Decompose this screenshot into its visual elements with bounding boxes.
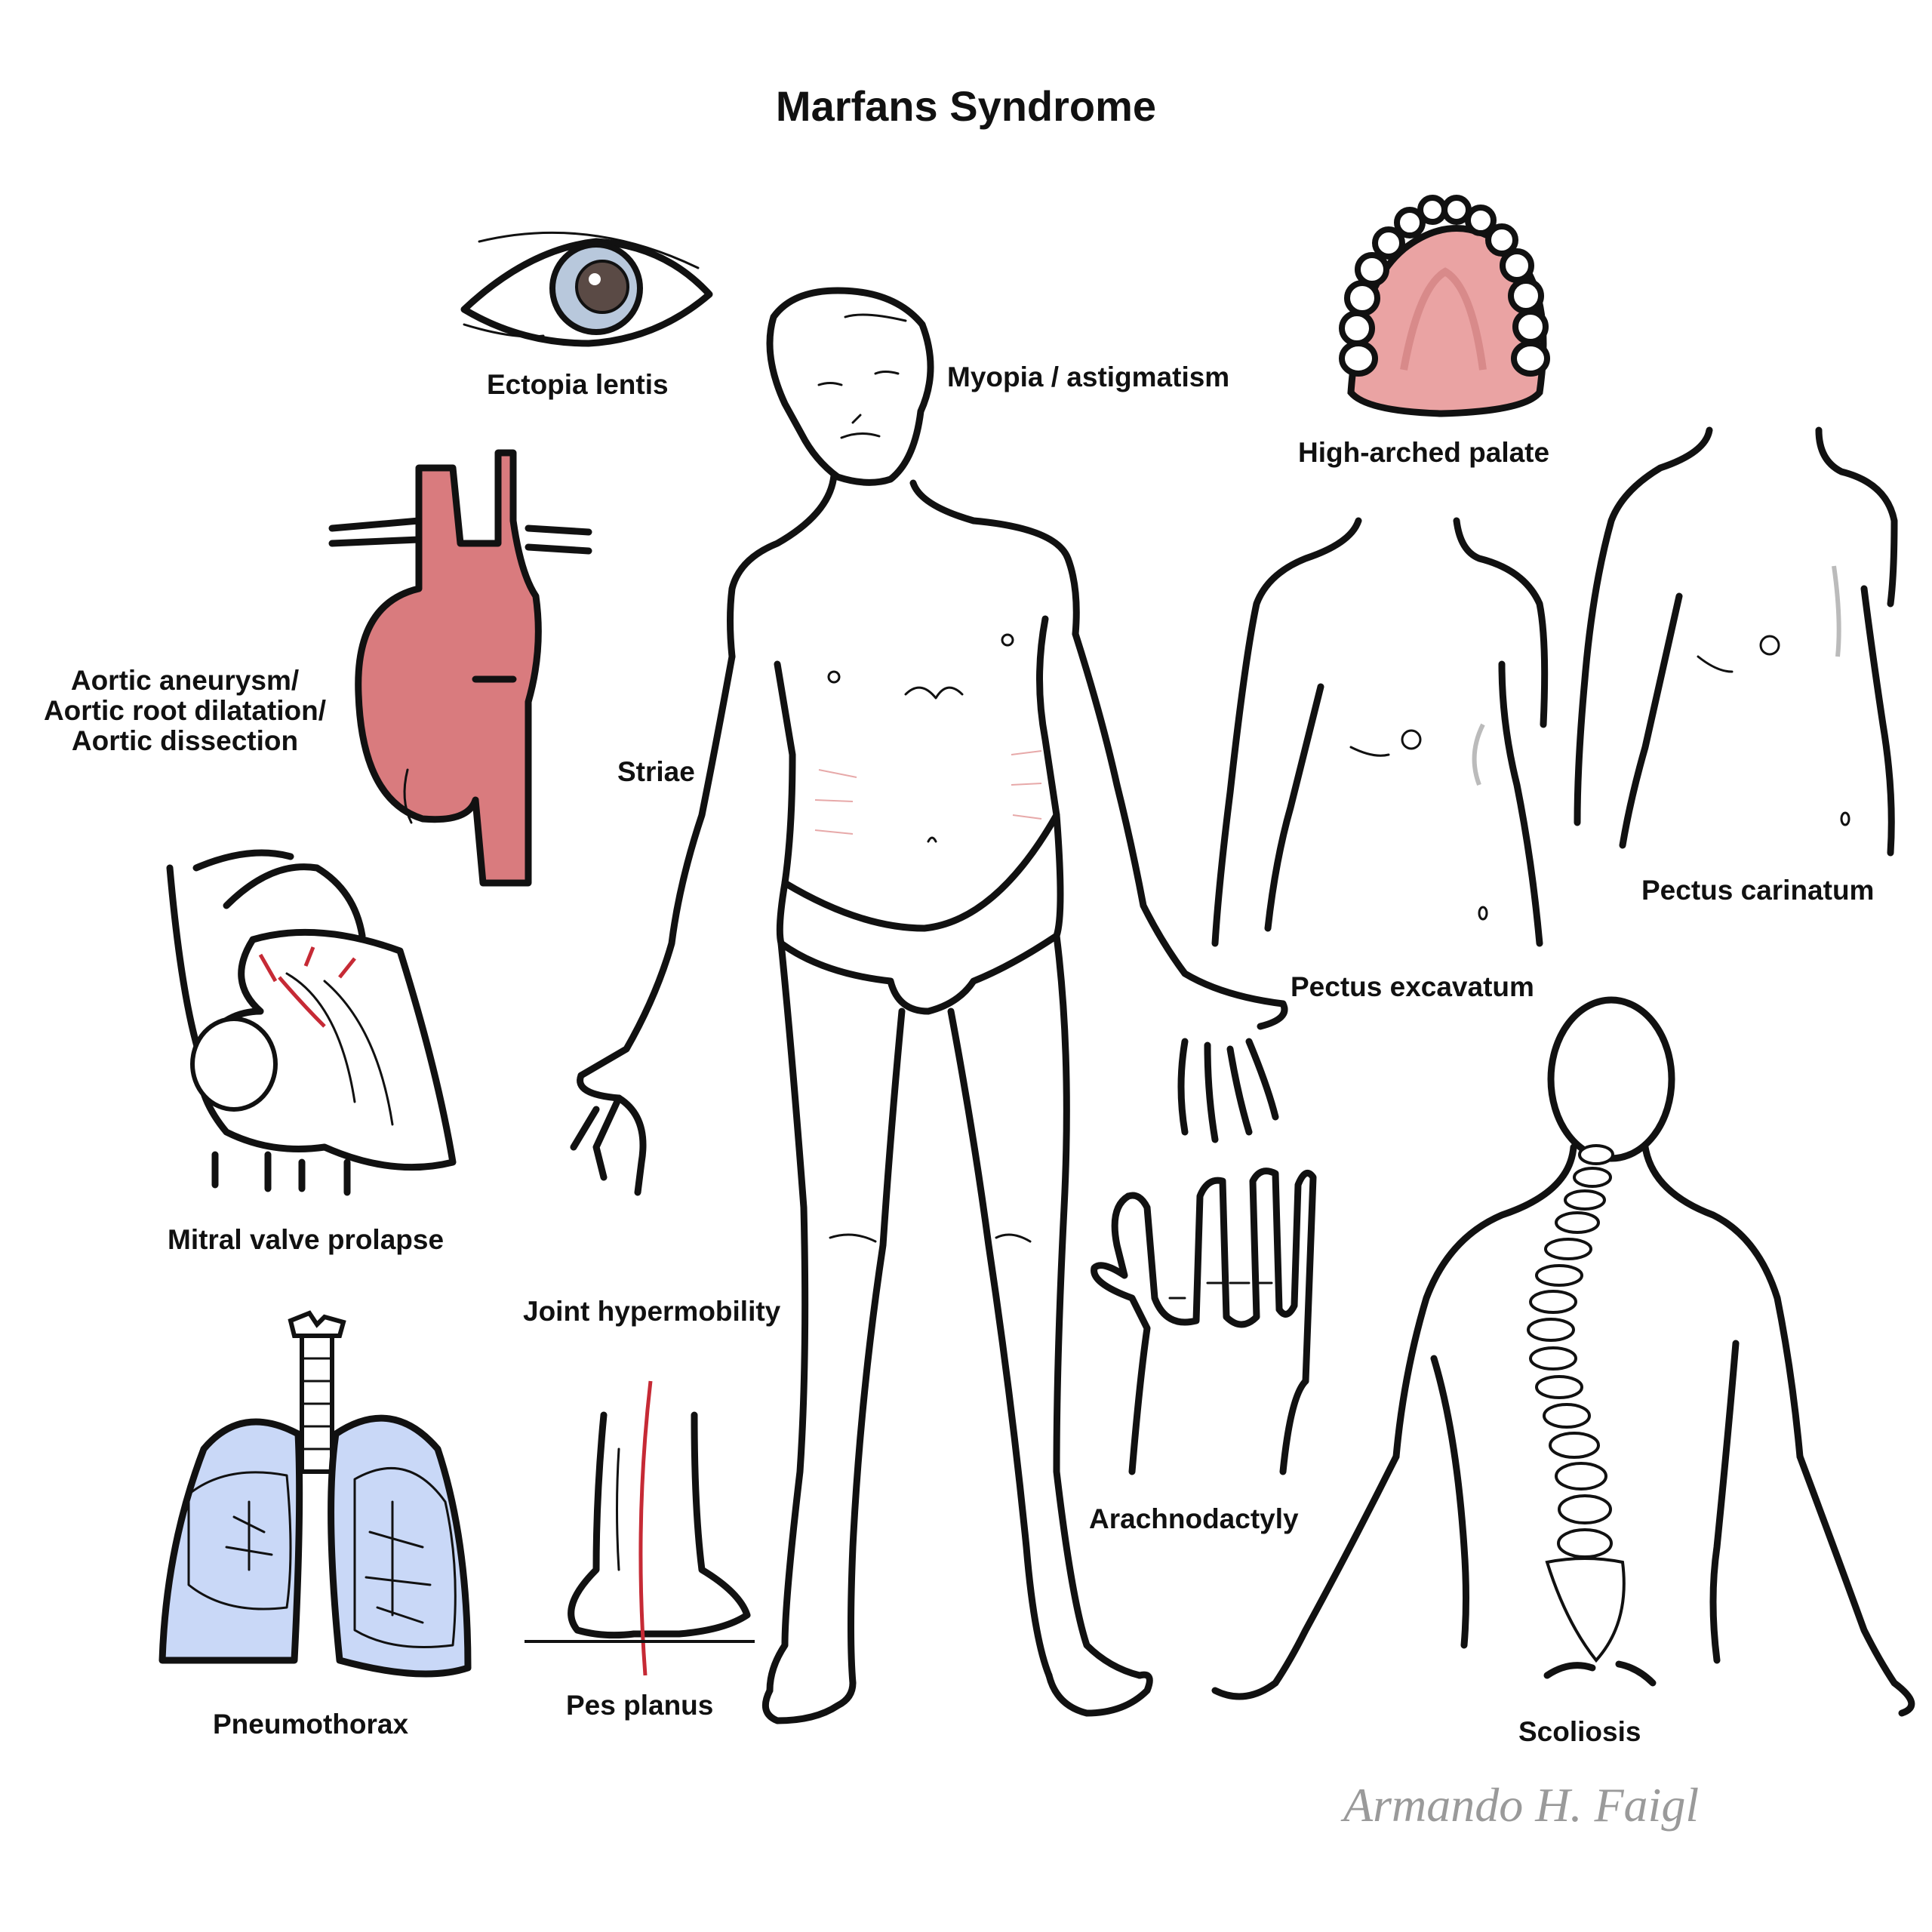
pectus-carinatum-torso [1574, 426, 1898, 857]
label-pes-planus: Pes planus [566, 1690, 714, 1721]
label-mitral-valve-prolapse: Mitral valve prolapse [168, 1224, 445, 1255]
foot-drawing [525, 1380, 755, 1676]
label-pectus-excavatum: Pectus excavatum [1291, 971, 1534, 1002]
page-title: Marfans Syndrome [775, 82, 1157, 130]
left-hand-drawing [570, 1094, 647, 1196]
aorta-drawing [328, 449, 592, 887]
back-figure [1211, 996, 1915, 1717]
hand-drawing [1091, 1168, 1317, 1475]
spine-icon [1527, 1144, 1626, 1663]
lungs-drawing [158, 1310, 472, 1678]
standing-figure [577, 287, 1288, 1724]
palate-drawing [1339, 195, 1550, 417]
label-high-arched-palate: High-arched palate [1298, 437, 1550, 468]
eye-drawing [460, 231, 713, 347]
label-pectus-carinatum: Pectus carinatum [1641, 875, 1875, 906]
label-aortic-line2: Aortic root dilatation/ [43, 695, 327, 726]
label-aortic-line3: Aortic dissection [71, 725, 299, 756]
heart-drawing [166, 849, 457, 1196]
label-aortic-line1: Aortic aneurysm/ [70, 665, 300, 696]
label-pneumothorax: Pneumothorax [213, 1709, 409, 1740]
label-myopia: Myopia / astigmatism [947, 361, 1230, 392]
label-scoliosis: Scoliosis [1518, 1716, 1641, 1747]
right-hand-drawing [1177, 1038, 1279, 1143]
label-striae: Striae [617, 756, 695, 787]
label-ectopia-lentis: Ectopia lentis [487, 369, 669, 400]
label-arachnodactyly: Arachnodactyly [1089, 1503, 1299, 1534]
artist-signature: Armando H. Faigl [1343, 1778, 1700, 1832]
label-joint-hypermobility: Joint hypermobility [523, 1296, 781, 1327]
pectus-excavatum-torso [1211, 517, 1549, 947]
